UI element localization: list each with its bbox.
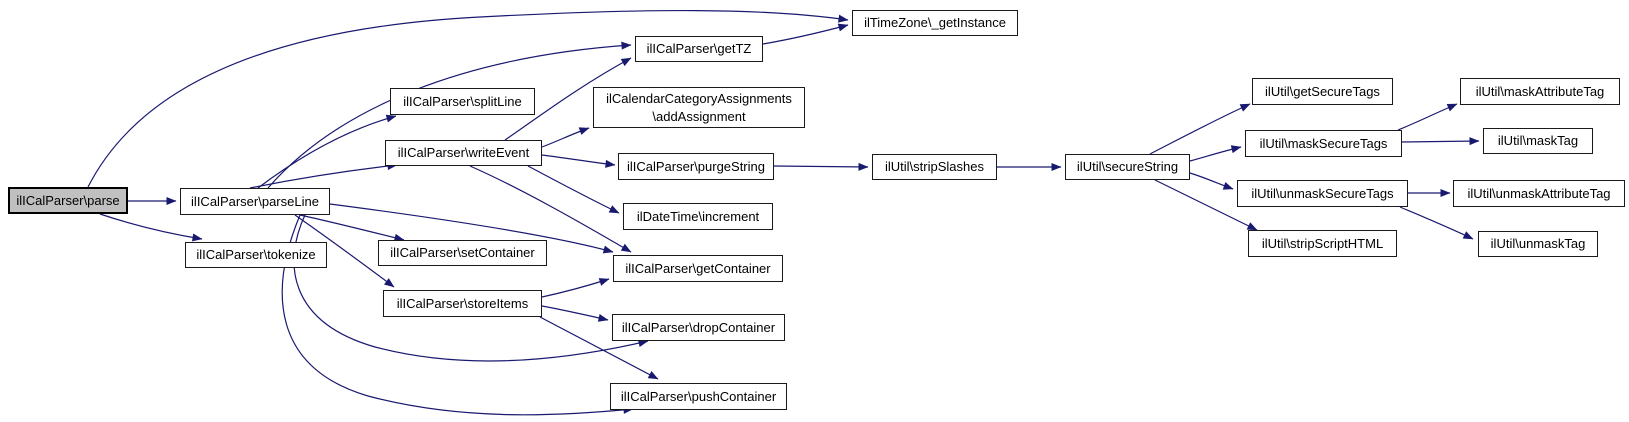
node-parseLine[interactable]: ilICalParser\parseLine (180, 188, 330, 215)
edge-getTZ-getInstance (762, 23, 849, 45)
node-addAssignment[interactable]: ilCalendarCategoryAssignments \addAssign… (593, 87, 805, 128)
node-maskSecureTags[interactable]: ilUtil\maskSecureTags (1245, 130, 1402, 157)
edge-secureString-maskSecureTags (1189, 145, 1242, 162)
edge-maskSecureTags-maskAttributeTag (1397, 103, 1458, 131)
edge-parseLine-pushContainer (281, 214, 634, 416)
edge-parse-getInstance (87, 9, 849, 188)
node-getSecureTags[interactable]: ilUtil\getSecureTags (1252, 78, 1393, 105)
node-writeEvent[interactable]: ilICalParser\writeEvent (385, 140, 542, 166)
edge-writeEvent-getTZ (504, 57, 632, 141)
edge-parseLine-writeEvent (249, 162, 398, 189)
node-secureString[interactable]: ilUtil\secureString (1065, 154, 1190, 180)
edge-parseLine-setContainer (299, 214, 405, 242)
node-getContainer[interactable]: ilICalParser\getContainer (613, 255, 783, 282)
edge-secureString-stripScriptHTML (1154, 179, 1258, 231)
edge-parseLine-getTZ (267, 41, 632, 189)
edge-writeEvent-increment (527, 165, 620, 214)
edge-parseLine-splitLine (257, 114, 397, 189)
node-stripScriptHTML[interactable]: ilUtil\stripScriptHTML (1248, 230, 1397, 257)
edge-writeEvent-purgeString (541, 154, 616, 168)
node-maskTag[interactable]: ilUtil\maskTag (1483, 128, 1593, 154)
edge-storeItems-dropContainer (541, 305, 609, 322)
node-parse: ilICalParser\parse (8, 187, 128, 214)
edge-parseLine-dropContainer (293, 214, 649, 362)
node-getTZ[interactable]: ilICalParser\getTZ (635, 36, 763, 62)
edge-storeItems-getContainer (541, 278, 610, 298)
node-setContainer[interactable]: ilICalParser\setContainer (378, 240, 547, 266)
node-storeItems[interactable]: ilICalParser\storeItems (383, 290, 542, 317)
edge-parseLine-storeItems (294, 214, 395, 288)
node-tokenize[interactable]: ilICalParser\tokenize (185, 242, 327, 268)
node-increment[interactable]: ilDateTime\increment (623, 203, 773, 230)
edge-parseLine-getContainer (329, 203, 614, 254)
edge-purgeString-stripSlashes (773, 162, 869, 171)
edge-writeEvent-addAssignment (541, 127, 590, 148)
node-purgeString[interactable]: ilICalParser\purgeString (618, 153, 774, 180)
node-dropContainer[interactable]: ilICalParser\dropContainer (612, 314, 785, 341)
edge-writeEvent-getContainer (469, 165, 632, 253)
node-getInstance[interactable]: ilTimeZone\_getInstance (852, 10, 1018, 36)
node-maskAttributeTag[interactable]: ilUtil\maskAttributeTag (1460, 78, 1620, 105)
edge-secureString-unmaskSecureTags (1189, 172, 1234, 190)
node-splitLine[interactable]: ilICalParser\splitLine (390, 88, 535, 115)
edge-secureString-getSecureTags (1149, 103, 1251, 155)
node-pushContainer[interactable]: ilICalParser\pushContainer (610, 383, 787, 410)
edge-unmaskSecureTags-unmaskTag (1399, 206, 1474, 240)
edge-storeItems-pushContainer (539, 316, 659, 380)
node-unmaskTag[interactable]: ilUtil\unmaskTag (1478, 231, 1598, 257)
edge-maskSecureTags-maskTag (1401, 137, 1480, 146)
node-unmaskAttributeTag[interactable]: ilUtil\unmaskAttributeTag (1453, 180, 1625, 207)
node-stripSlashes[interactable]: ilUtil\stripSlashes (872, 154, 997, 180)
node-unmaskSecureTags[interactable]: ilUtil\unmaskSecureTags (1237, 180, 1408, 207)
edge-parse-tokenize (99, 213, 203, 242)
